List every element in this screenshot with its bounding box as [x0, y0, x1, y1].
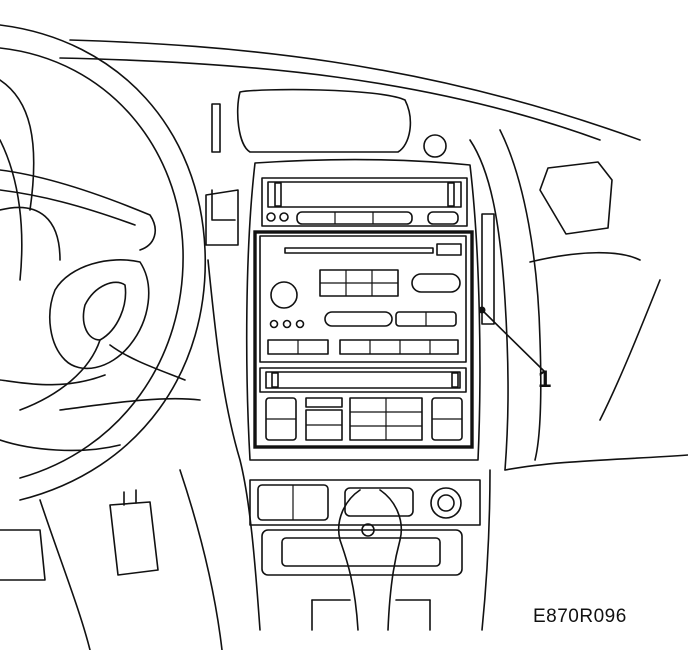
dashboard-top-contour [0, 39, 641, 281]
steering-column [0, 259, 201, 452]
gear-lever [311, 489, 431, 631]
passenger-side-contour [469, 129, 688, 471]
radio-unit-1 [253, 230, 474, 449]
callout-leader-1 [478, 213, 546, 373]
upper-radio-unit [261, 177, 468, 227]
steering-wheel [0, 24, 206, 501]
center-console-frame [207, 158, 491, 631]
lower-console [249, 479, 481, 576]
callout-number-1: 1 [538, 366, 552, 393]
pedals-footwell [0, 469, 223, 650]
figure-code: E870R096 [533, 606, 627, 627]
climate-control-panel [259, 367, 467, 441]
upper-vent-panel [205, 88, 447, 246]
